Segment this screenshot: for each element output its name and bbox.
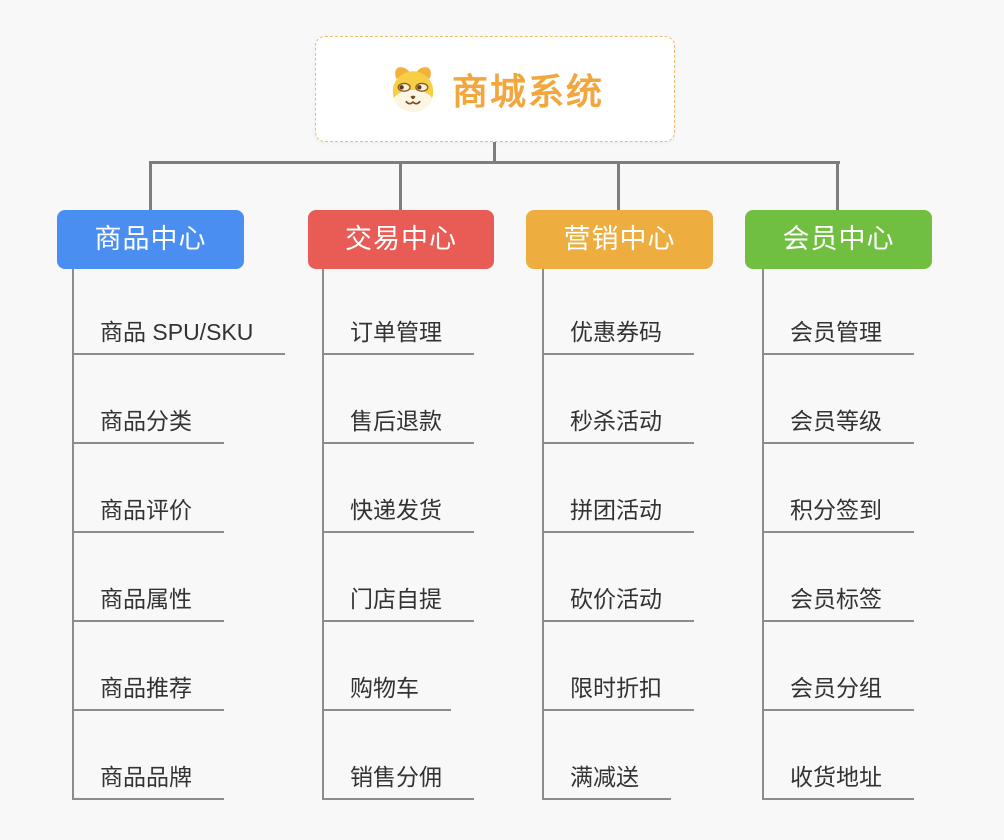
node-item-store-pickup[interactable]: 门店自提: [322, 584, 474, 622]
node-item-points-checkin[interactable]: 积分签到: [762, 495, 914, 533]
node-item-sales-commission[interactable]: 销售分佣: [322, 762, 474, 800]
trunk-line-marketing: [542, 269, 544, 800]
node-item-member-groups[interactable]: 会员分组: [762, 673, 914, 711]
dog-mascot-icon: [392, 67, 434, 112]
node-item-spend-and-save[interactable]: 满减送: [542, 762, 671, 800]
node-item-product-attribute[interactable]: 商品属性: [72, 584, 224, 622]
node-item-member-management[interactable]: 会员管理: [762, 317, 914, 355]
node-item-member-tags[interactable]: 会员标签: [762, 584, 914, 622]
trunk-line-trade: [322, 269, 324, 800]
node-item-express-delivery[interactable]: 快递发货: [322, 495, 474, 533]
node-item-product-recommend[interactable]: 商品推荐: [72, 673, 224, 711]
node-item-group-buy[interactable]: 拼团活动: [542, 495, 694, 533]
root-node[interactable]: 商城系统: [315, 36, 675, 142]
branch-node-product-center[interactable]: 商品中心: [57, 210, 244, 269]
node-item-product-spu-sku[interactable]: 商品 SPU/SKU: [72, 317, 286, 355]
node-item-product-category[interactable]: 商品分类: [72, 406, 224, 444]
node-item-flash-sale[interactable]: 秒杀活动: [542, 406, 694, 444]
connector-stub-product: [149, 161, 152, 210]
connector-stub-marketing: [617, 161, 620, 210]
branch-node-trade-center[interactable]: 交易中心: [308, 210, 494, 269]
connector-stub-trade: [399, 161, 402, 210]
node-item-product-brand[interactable]: 商品品牌: [72, 762, 224, 800]
node-item-aftersale-refund[interactable]: 售后退款: [322, 406, 474, 444]
node-item-shopping-cart[interactable]: 购物车: [322, 673, 451, 711]
node-item-shipping-address[interactable]: 收货地址: [762, 762, 914, 800]
trunk-line-member: [762, 269, 764, 800]
node-item-coupon-code[interactable]: 优惠券码: [542, 317, 694, 355]
node-item-member-level[interactable]: 会员等级: [762, 406, 914, 444]
trunk-line-product: [72, 269, 74, 800]
branch-node-marketing-center[interactable]: 营销中心: [526, 210, 713, 269]
node-item-limited-time-discount[interactable]: 限时折扣: [542, 673, 694, 711]
node-item-order-management[interactable]: 订单管理: [322, 317, 474, 355]
node-item-bargain-activity[interactable]: 砍价活动: [542, 584, 694, 622]
connector-root-vertical: [493, 141, 496, 163]
branch-node-member-center[interactable]: 会员中心: [745, 210, 932, 269]
connector-horizontal: [149, 161, 840, 164]
node-item-product-review[interactable]: 商品评价: [72, 495, 224, 533]
root-title: 商城系统: [451, 71, 604, 112]
connector-stub-member: [836, 161, 839, 210]
